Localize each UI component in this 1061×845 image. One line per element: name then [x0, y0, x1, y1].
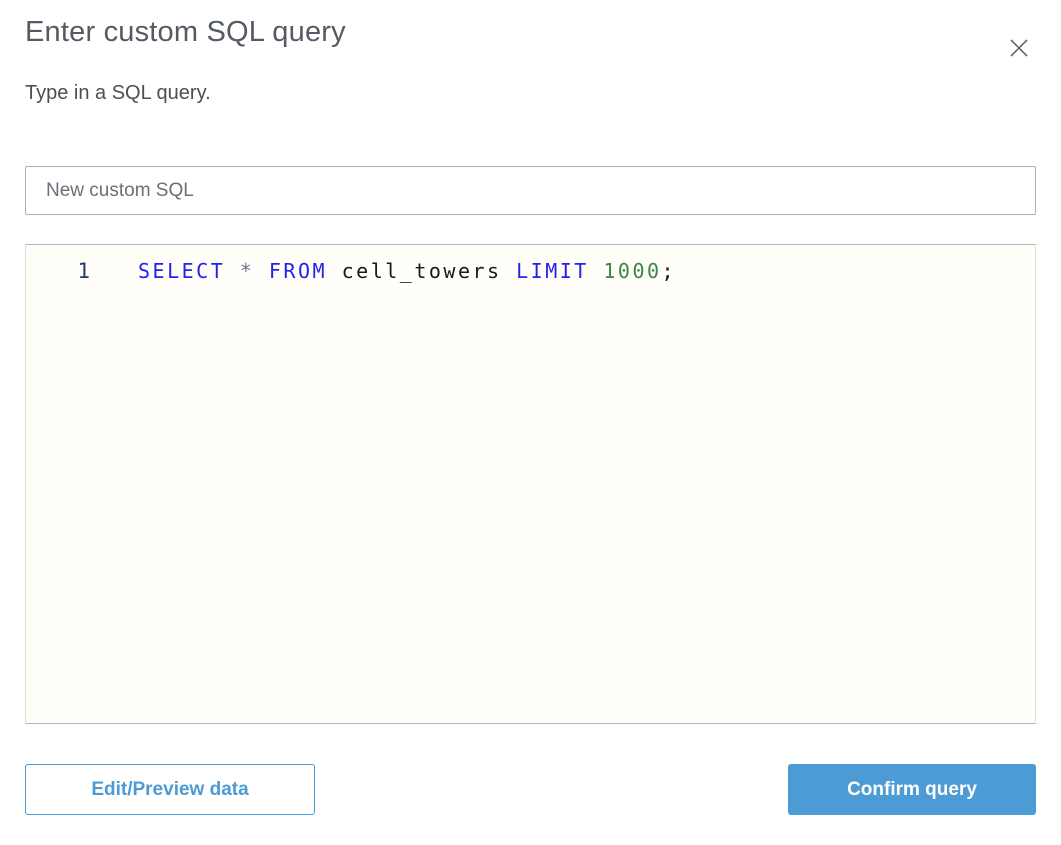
sql-token-keyword: FROM — [268, 259, 328, 283]
edit-preview-data-button[interactable]: Edit/Preview data — [25, 764, 315, 815]
sql-token-plain — [327, 259, 342, 283]
sql-token-plain — [589, 259, 604, 283]
custom-sql-name-input[interactable] — [25, 166, 1036, 215]
dialog-footer: Edit/Preview data Confirm query — [25, 764, 1036, 815]
close-button[interactable] — [1005, 34, 1033, 62]
sql-code-editor[interactable]: 1 SELECT * FROM cell_towers LIMIT 1000; — [25, 244, 1036, 724]
sql-token-number: 1000 — [603, 259, 662, 283]
close-icon — [1010, 39, 1028, 57]
sql-token-keyword: LIMIT — [516, 259, 589, 283]
line-number: 1 — [77, 259, 90, 283]
sql-code-line: 1 SELECT * FROM cell_towers LIMIT 1000; — [26, 245, 1035, 283]
confirm-query-button[interactable]: Confirm query — [788, 764, 1036, 815]
sql-token-plain — [502, 259, 517, 283]
sql-token-plain — [254, 259, 269, 283]
custom-sql-dialog: Enter custom SQL query Type in a SQL que… — [0, 16, 1061, 845]
dialog-title: Enter custom SQL query — [25, 16, 346, 48]
sql-token-plain: cell_towers — [341, 259, 502, 283]
sql-token-plain — [225, 259, 240, 283]
sql-token-operator: * — [239, 259, 255, 283]
sql-token-plain: ; — [661, 259, 677, 283]
sql-code-text: SELECT * FROM cell_towers LIMIT 1000; — [138, 259, 676, 283]
sql-token-keyword: SELECT — [138, 259, 226, 283]
dialog-subtitle: Type in a SQL query. — [25, 82, 211, 104]
